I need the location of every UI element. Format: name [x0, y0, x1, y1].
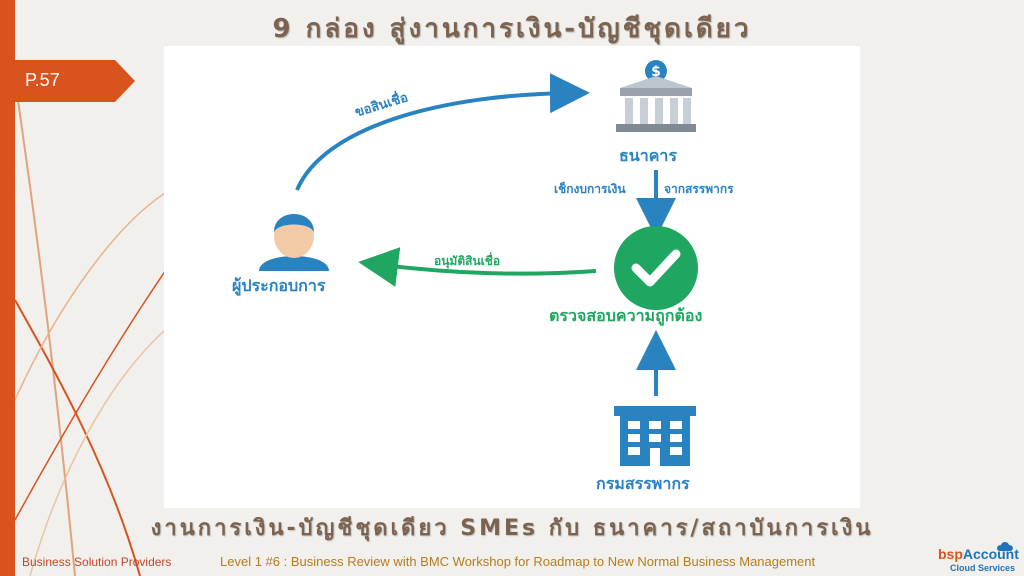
approve-credit-arrow	[358, 247, 597, 287]
footer-course-title: Level 1 #6 : Business Review with BMC Wo…	[220, 554, 816, 569]
request-credit-arrow	[295, 73, 590, 191]
check-finance-label: เช็กงบการเงิน	[554, 182, 626, 196]
page-tag: P.57	[15, 60, 135, 102]
bsp-account-logo: bspAccount Cloud Services	[938, 540, 1022, 574]
logo-prefix: bsp	[938, 546, 963, 562]
slide-title: 9 กล่อง สู่งานการเงิน-บัญชีชุดเดียว	[272, 14, 752, 44]
logo-subtitle: Cloud Services	[950, 563, 1016, 573]
diagram-graphics: $	[259, 60, 698, 466]
bank-icon: $	[616, 60, 696, 132]
check-circle-icon	[614, 226, 698, 310]
cloud-icon	[997, 542, 1013, 551]
revenue-dept-label: กรมสรรพากร	[596, 474, 690, 493]
from-revenue-label: จากสรรพากร	[664, 182, 734, 196]
decorative-curves	[14, 79, 181, 576]
page-number: P.57	[25, 70, 60, 90]
revenue-building-icon	[614, 406, 696, 466]
approve-credit-label: อนุมัติสินเชื่อ	[434, 254, 501, 268]
bank-label: ธนาคาร	[619, 146, 677, 165]
diagram-panel: $	[164, 46, 860, 508]
verify-label: ตรวจสอบความถูกต้อง	[549, 306, 703, 325]
svg-text:$: $	[651, 64, 661, 80]
logo-brand: Account	[962, 546, 1019, 562]
page-tag-shape	[15, 60, 135, 102]
entrepreneur-icon	[259, 214, 329, 271]
slide-subtitle: งานการเงิน-บัญชีชุดเดียว SMEs กับ ธนาคาร…	[150, 516, 874, 541]
left-accent-bar	[0, 0, 15, 576]
entrepreneur-label: ผู้ประกอบการ	[232, 276, 326, 295]
footer-company: Business Solution Providers	[22, 555, 172, 569]
